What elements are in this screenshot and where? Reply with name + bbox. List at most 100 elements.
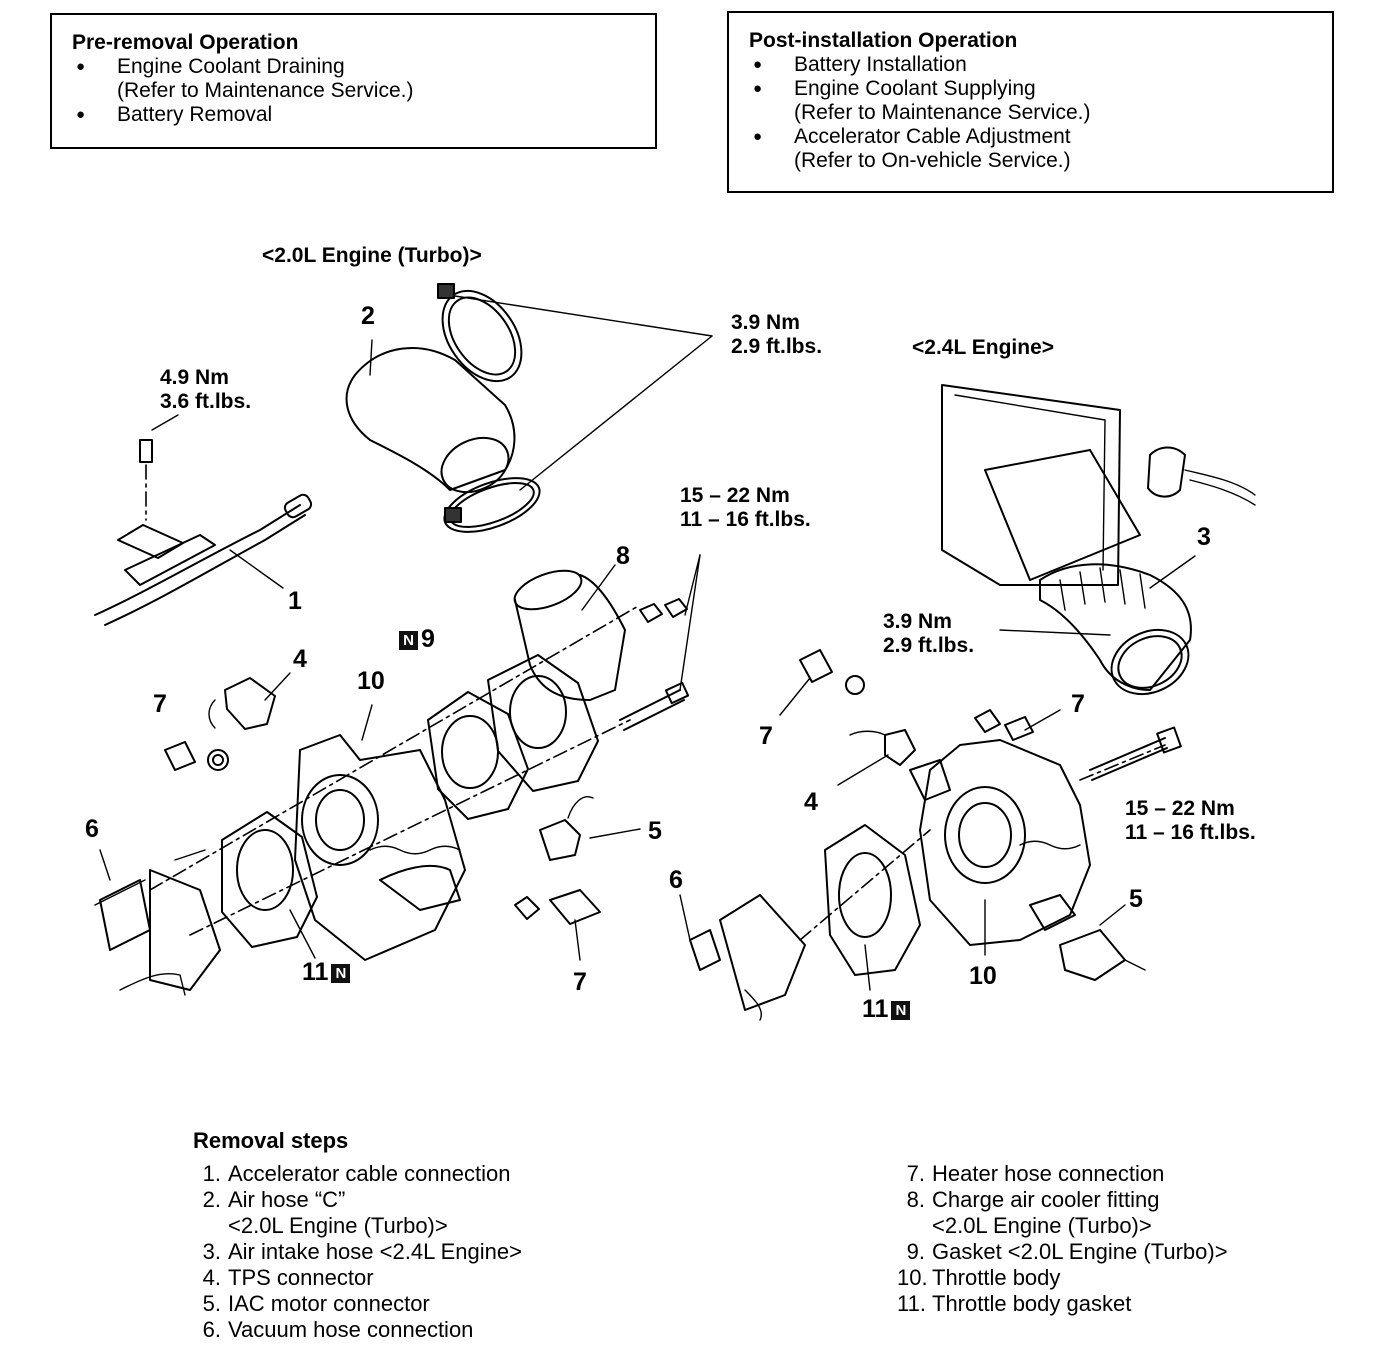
- callout-2: 2: [361, 302, 375, 330]
- step-text: IAC motor connector: [228, 1291, 430, 1316]
- step-number: 5.: [202, 1291, 221, 1316]
- air-cleaner-drawing: [941, 384, 1256, 586]
- callout-7: 7: [153, 690, 167, 718]
- step-text: Gasket <2.0L Engine (Turbo)>: [932, 1239, 1228, 1264]
- callout-8: 8: [616, 542, 630, 570]
- torque-intake-nm: 3.9 Nm: [883, 610, 952, 633]
- step-item: 11.Throttle body gasket: [897, 1291, 1228, 1317]
- charge-air-cooler-fitting-drawing: [513, 554, 701, 731]
- removal-steps-left: 1. Accelerator cable connection 2. Air hos…: [193, 1161, 522, 1343]
- step-item: 1. Accelerator cable connection: [193, 1161, 522, 1187]
- connectors-24-drawing: [679, 649, 1146, 1021]
- step-number: 3.: [202, 1239, 221, 1264]
- step-text: Air hose “C”: [228, 1187, 346, 1212]
- callout-9-number: 9: [421, 625, 435, 653]
- step-text: Air intake hose <2.4L Engine>: [228, 1239, 522, 1264]
- callout-4: 4: [293, 645, 307, 673]
- gaskets-drawing: [221, 654, 599, 959]
- step-item: 2. Air hose “C”: [193, 1187, 522, 1213]
- pre-removal-box: Pre-removal Operation Engine Coolant Dra…: [50, 13, 657, 149]
- throttle-body-24-drawing: [909, 726, 1182, 956]
- step-number: 7.: [906, 1161, 925, 1186]
- post-installation-item: Accelerator Cable Adjustment: [749, 125, 1332, 149]
- pre-removal-title: Pre-removal Operation: [72, 31, 299, 54]
- new-part-badge: N: [891, 1001, 911, 1020]
- step-number: 10.: [897, 1265, 928, 1290]
- step-number: 4.: [202, 1265, 221, 1290]
- torque-intake-ft: 2.9 ft.lbs.: [883, 634, 975, 657]
- step-number: 8.: [906, 1187, 925, 1212]
- step-text: Accelerator cable connection: [228, 1161, 511, 1186]
- torque-cable-nm: 4.9 Nm: [160, 366, 229, 389]
- step-text: Throttle body: [932, 1265, 1061, 1290]
- new-part-badge: N: [399, 631, 418, 650]
- step-item: 5. IAC motor connector: [193, 1291, 522, 1317]
- new-part-badge: N: [331, 964, 351, 983]
- gasket-24-drawing: [799, 824, 931, 991]
- pre-removal-item: Engine Coolant Draining: [72, 55, 655, 79]
- post-installation-item: Battery Installation: [749, 53, 1332, 77]
- step-item: <2.0L Engine (Turbo)>: [193, 1213, 522, 1239]
- turbo-engine-title: <2.0L Engine (Turbo)>: [262, 244, 482, 267]
- pre-removal-item: Battery Removal: [72, 103, 655, 127]
- callout-7: 7: [1071, 690, 1085, 718]
- callout-1: 1: [288, 587, 302, 615]
- callout-4: 4: [804, 788, 818, 816]
- step-item: 3. Air intake hose <2.4L Engine>: [193, 1239, 522, 1265]
- step-item: 10.Throttle body: [897, 1265, 1228, 1291]
- step-text: <2.0L Engine (Turbo)>: [932, 1213, 1152, 1238]
- step-number: 1.: [202, 1161, 221, 1186]
- removal-steps-right: 7. Heater hose connection 8. Charge air co…: [897, 1161, 1228, 1317]
- step-item: 9. Gasket <2.0L Engine (Turbo)>: [897, 1239, 1228, 1265]
- torque-body24-ft: 11 – 16 ft.lbs.: [1125, 821, 1256, 844]
- step-text: Heater hose connection: [932, 1161, 1165, 1186]
- torque-body-ft: 11 – 16 ft.lbs.: [680, 508, 811, 531]
- engine-24-title: <2.4L Engine>: [912, 336, 1055, 359]
- callout-3: 3: [1197, 523, 1211, 551]
- step-text: Charge air cooler fitting: [932, 1187, 1160, 1212]
- post-installation-box: Post-installation Operation Battery Inst…: [727, 11, 1334, 193]
- step-text: TPS connector: [228, 1265, 374, 1290]
- step-number: 11.: [897, 1291, 926, 1316]
- step-text: <2.0L Engine (Turbo)>: [228, 1213, 448, 1238]
- torque-cable-ft: 3.6 ft.lbs.: [160, 390, 252, 413]
- callout-5: 5: [1129, 885, 1143, 913]
- step-item: <2.0L Engine (Turbo)>: [897, 1213, 1228, 1239]
- callout-10: 10: [357, 667, 385, 695]
- accelerator-cable-drawing: [94, 414, 313, 626]
- callout-11-number: 11: [302, 958, 329, 986]
- step-number: 6.: [202, 1317, 221, 1342]
- torque-clamp-nm: 3.9 Nm: [731, 311, 800, 334]
- callout-7: 7: [759, 722, 773, 750]
- torque-body24-nm: 15 – 22 Nm: [1125, 797, 1235, 820]
- removal-steps-title: Removal steps: [193, 1128, 349, 1153]
- torque-clamp-ft: 2.9 ft.lbs.: [731, 335, 823, 358]
- step-text: Throttle body gasket: [932, 1291, 1132, 1316]
- step-number: 2.: [202, 1187, 221, 1212]
- step-item: 4. TPS connector: [193, 1265, 522, 1291]
- step-item: 6. Vacuum hose connection: [193, 1317, 522, 1343]
- callout-7: 7: [573, 968, 587, 996]
- step-item: 7. Heater hose connection: [897, 1161, 1228, 1187]
- post-installation-item: Engine Coolant Supplying: [749, 77, 1332, 101]
- air-hose-c-drawing: [345, 283, 713, 533]
- air-intake-hose-drawing: [999, 555, 1196, 696]
- post-installation-item: (Refer to Maintenance Service.): [794, 101, 1091, 124]
- callout-10: 10: [969, 962, 997, 990]
- callout-6: 6: [85, 815, 99, 843]
- throttle-body-turbo-drawing: [294, 704, 466, 961]
- step-text: Vacuum hose connection: [228, 1317, 474, 1342]
- post-installation-item: (Refer to On-vehicle Service.): [794, 149, 1071, 172]
- step-number: 9.: [906, 1239, 925, 1264]
- torque-body-nm: 15 – 22 Nm: [680, 484, 790, 507]
- post-installation-title: Post-installation Operation: [749, 29, 1018, 52]
- step-item: 8. Charge air cooler fitting: [897, 1187, 1228, 1213]
- callout-5: 5: [648, 817, 662, 845]
- callout-11-number: 11: [862, 995, 889, 1023]
- pre-removal-item: (Refer to Maintenance Service.): [117, 79, 414, 102]
- callout-6: 6: [669, 866, 683, 894]
